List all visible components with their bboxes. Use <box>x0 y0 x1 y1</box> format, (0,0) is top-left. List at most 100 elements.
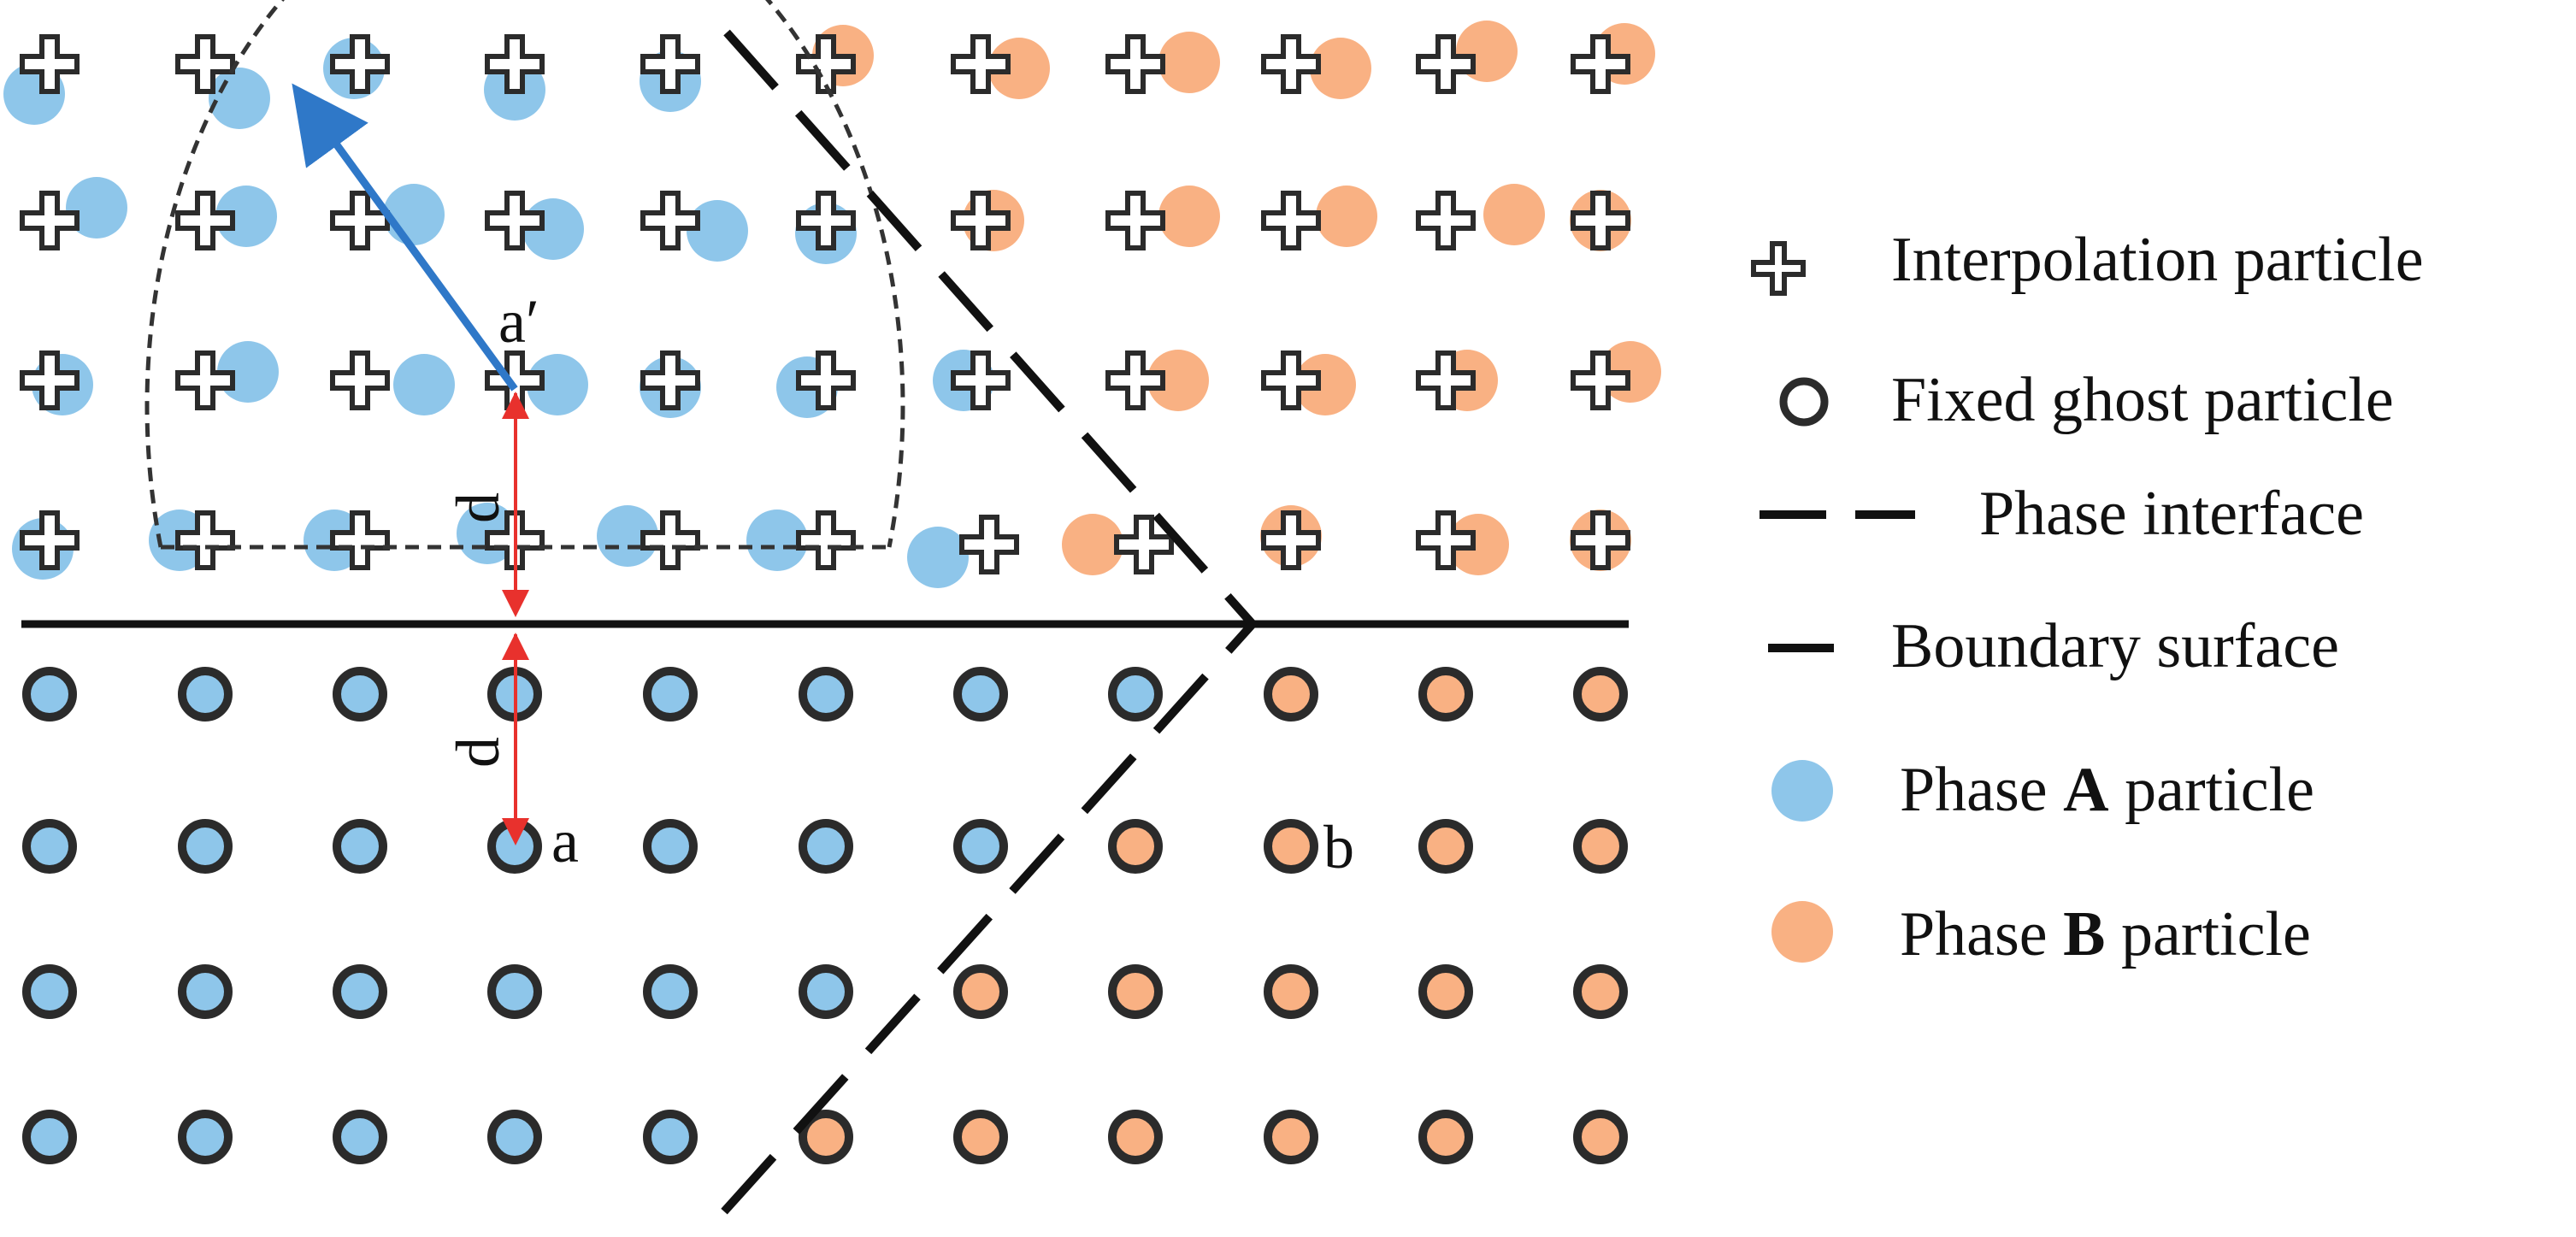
label-d-lower: d <box>444 737 512 768</box>
legend-phase-a-suffix: particle <box>2109 755 2314 825</box>
ghost-particle-phase-b <box>1264 1110 1318 1164</box>
ghost-particle-phase-a <box>22 1110 77 1164</box>
interpolation-particle-layer <box>20 34 1630 574</box>
ghost-particle-phase-a <box>487 964 542 1019</box>
legend-phase-a-bold: A <box>2063 755 2108 825</box>
legend-label-ghost: Fixed ghost particle <box>1891 365 2394 435</box>
interpolation-particle <box>1105 350 1165 410</box>
fluid-particle-phase-b <box>1483 184 1545 245</box>
ghost-particle-phase-b <box>1573 819 1628 874</box>
interpolation-particle <box>330 350 390 410</box>
interpolation-particle <box>796 34 856 94</box>
interpolation-particle <box>175 191 235 250</box>
ghost-particle-phase-b <box>1108 1110 1163 1164</box>
fluid-particle-phase-b <box>1316 186 1377 247</box>
fluid-particle-phase-b <box>1147 350 1209 411</box>
interpolation-particle <box>485 191 545 250</box>
interpolation-particle <box>1261 510 1321 570</box>
fluid-particle-phase-a <box>746 510 808 571</box>
interpolation-particle <box>796 350 856 410</box>
interpolation-particle <box>1105 191 1165 250</box>
ghost-particle-phase-b <box>799 1110 853 1164</box>
fluid-particle-phase-a <box>215 186 277 247</box>
interpolation-particle <box>796 510 856 570</box>
fluid-particle-phase-b <box>1158 32 1220 93</box>
interpolation-particle <box>1416 350 1476 410</box>
interpolation-particle <box>951 350 1011 410</box>
ghost-particle-phase-b <box>1108 964 1163 1019</box>
ghost-particle-phase-a <box>178 1110 233 1164</box>
ring-icon <box>1779 377 1829 427</box>
interpolation-particle <box>20 350 80 410</box>
interpolation-particle <box>175 510 235 570</box>
fluid-particle-phase-b <box>1294 354 1356 415</box>
ghost-particle-phase-a <box>22 819 77 874</box>
interpolation-particle <box>1114 515 1174 574</box>
legend-label-interpolation: Interpolation particle <box>1891 225 2424 295</box>
ghost-particle-phase-a <box>643 819 698 874</box>
ghost-particle-phase-a <box>643 964 698 1019</box>
ghost-particle-phase-a <box>487 1110 542 1164</box>
ghost-particle-phase-a <box>799 964 853 1019</box>
ghost-particle-phase-a <box>22 667 77 722</box>
fluid-particle-layer <box>3 21 1661 588</box>
legend-phase-b-bold: B <box>2063 899 2105 969</box>
legend-item-interpolation: Interpolation particle <box>1751 225 2424 296</box>
phase-interface-line <box>715 29 1259 1222</box>
legend-item-phase-b: Phase B particle <box>1771 899 2311 969</box>
ghost-particle-phase-b <box>1418 819 1473 874</box>
fluid-particle-phase-a <box>907 527 969 588</box>
interpolation-particle <box>1571 191 1630 250</box>
legend-item-phase-a: Phase A particle <box>1771 755 2314 825</box>
interpolation-particle <box>640 350 700 410</box>
interpolation-particle <box>640 191 700 250</box>
legend-phase-b-suffix: particle <box>2106 899 2311 969</box>
plus-cross-icon <box>1751 241 1806 296</box>
legend-phase-a-prefix: Phase <box>1900 755 2063 825</box>
interpolation-particle <box>1261 34 1321 94</box>
legend-label-phase-a: Phase A particle <box>1900 755 2314 825</box>
interpolation-particle <box>640 34 700 94</box>
interpolation-particle <box>1571 510 1630 570</box>
ghost-particle-phase-b <box>1418 964 1473 1019</box>
interpolation-particle <box>175 34 235 94</box>
ghost-particle-phase-a <box>799 667 853 722</box>
interpolation-particle <box>1416 191 1476 250</box>
interpolation-particle <box>951 34 1011 94</box>
ghost-particle-phase-b <box>1573 964 1628 1019</box>
interpolation-particle <box>1261 191 1321 250</box>
interpolation-particle <box>1105 34 1165 94</box>
ghost-particle-phase-a <box>178 819 233 874</box>
ghost-particle-phase-a <box>333 964 387 1019</box>
interpolation-particle <box>175 350 235 410</box>
interpolation-particle <box>951 191 1011 250</box>
ghost-particle-phase-b <box>1418 667 1473 722</box>
ghost-particle-phase-a <box>178 964 233 1019</box>
interpolation-particle <box>1571 34 1630 94</box>
ghost-particle-phase-b <box>1573 667 1628 722</box>
legend: Interpolation particle Fixed ghost parti… <box>1751 225 2424 969</box>
legend-phase-b-prefix: Phase <box>1900 899 2063 969</box>
label-a-prime: a′ <box>498 287 539 356</box>
ghost-particle-phase-b <box>1418 1110 1473 1164</box>
interpolation-particle <box>640 510 700 570</box>
fluid-particle-phase-b <box>1310 38 1371 99</box>
fluid-particle-phase-a <box>527 354 588 415</box>
ghost-particle-phase-a <box>333 819 387 874</box>
label-a: a <box>551 807 579 875</box>
ghost-particle-phase-b <box>1264 964 1318 1019</box>
ghost-particle-phase-a <box>953 819 1008 874</box>
ghost-particle-phase-a <box>178 667 233 722</box>
ghost-particle-phase-a <box>333 667 387 722</box>
interpolation-particle <box>1416 510 1476 570</box>
legend-label-boundary: Boundary surface <box>1891 611 2339 681</box>
legend-item-ghost: Fixed ghost particle <box>1779 365 2394 435</box>
ghost-particle-phase-a <box>643 1110 698 1164</box>
ghost-particle-layer <box>22 667 1628 1164</box>
ghost-particle-phase-a <box>953 667 1008 722</box>
interpolation-particle <box>330 191 390 250</box>
ghost-particle-phase-a <box>333 1110 387 1164</box>
interpolation-particle <box>959 515 1019 574</box>
fluid-particle-phase-a <box>393 354 455 415</box>
